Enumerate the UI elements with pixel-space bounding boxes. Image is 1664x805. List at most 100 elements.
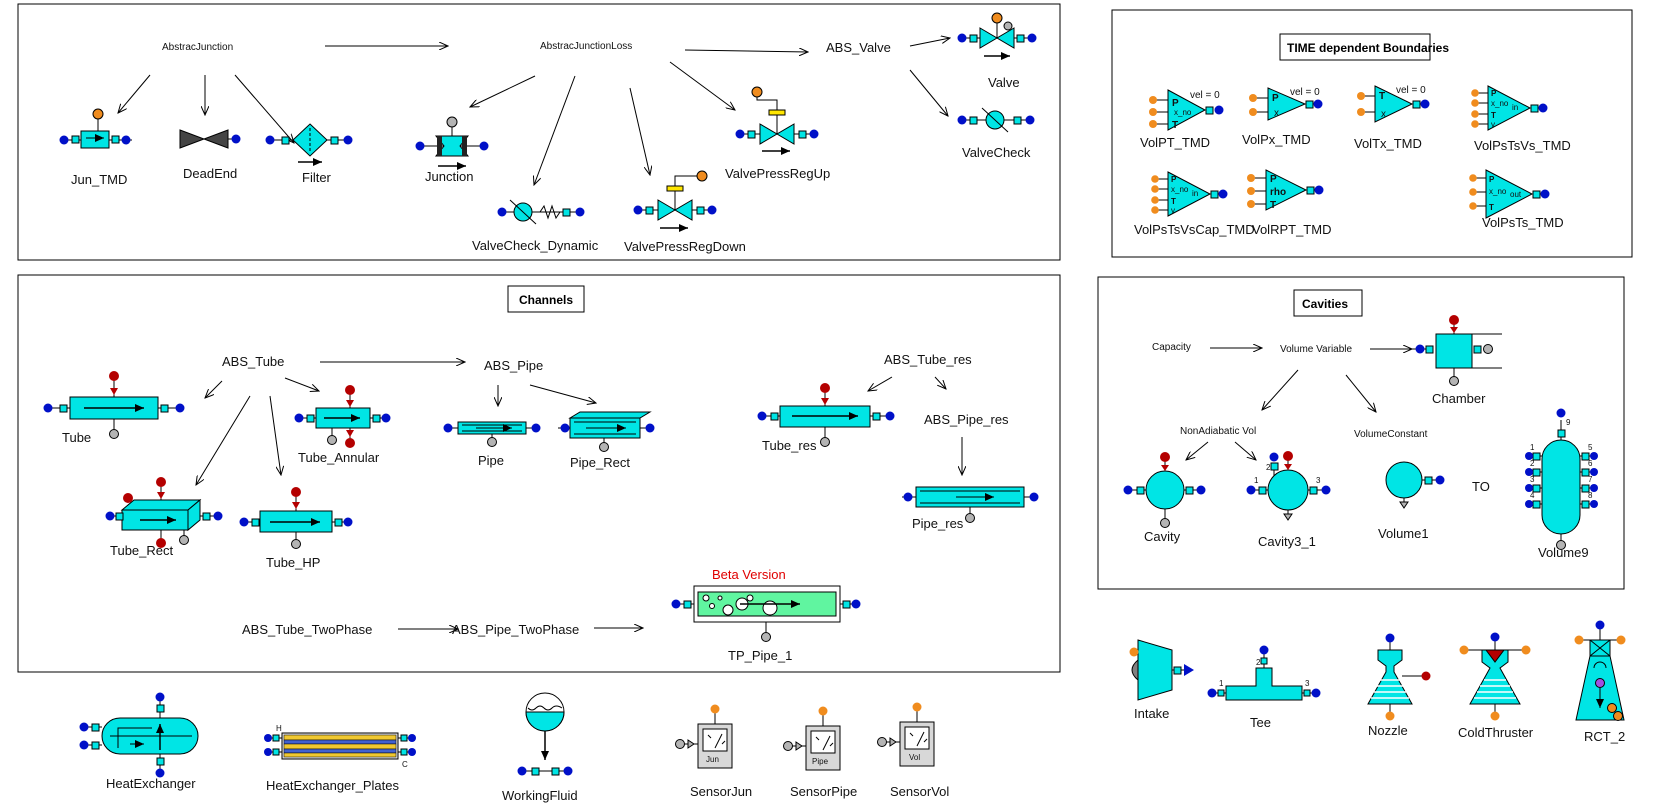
- svg-text:v: v: [1491, 120, 1495, 129]
- cavity3-1-label: Cavity3_1: [1258, 534, 1316, 549]
- svg-text:P: P: [1272, 93, 1279, 104]
- tp-pipe-icon[interactable]: [671, 585, 861, 642]
- vol-pstsvscap-tmd-label: VolPsTsVsCap_TMD: [1134, 222, 1255, 237]
- vol-px-tmd-icon[interactable]: P x: [1249, 87, 1323, 121]
- panel-time-boundaries: [1111, 9, 1633, 258]
- pipe-res-icon[interactable]: [902, 486, 1039, 523]
- non-adiabatic-vol-label: NonAdiabatic Vol: [1180, 426, 1256, 437]
- panel-junctions: [17, 3, 1061, 261]
- volume-constant-label: VolumeConstant: [1354, 429, 1428, 440]
- junction-icon[interactable]: [415, 116, 489, 170]
- svg-text:out: out: [1510, 190, 1522, 199]
- pipe-icon[interactable]: [443, 421, 541, 447]
- valve-check-dynamic-icon[interactable]: [497, 199, 585, 225]
- tp-pipe-1-label: TP_Pipe_1: [728, 648, 792, 663]
- svg-text:T: T: [1489, 203, 1494, 212]
- tube-hp-icon[interactable]: [239, 487, 353, 549]
- sensor-jun-tag: Jun: [706, 755, 719, 764]
- nozzle-label: Nozzle: [1368, 723, 1408, 738]
- sensor-vol-icon[interactable]: Vol: [877, 702, 935, 767]
- vol-tx-tmd-label: VolTx_TMD: [1354, 136, 1422, 151]
- tube-icon[interactable]: [43, 371, 185, 439]
- tube-label: Tube: [62, 430, 91, 445]
- svg-text:7: 7: [1588, 475, 1593, 484]
- svg-text:x: x: [1381, 109, 1386, 120]
- abs-pipe-label: ABS_Pipe: [484, 358, 543, 373]
- pipe-res-label: Pipe_res: [912, 516, 964, 531]
- filter-icon[interactable]: [265, 123, 353, 166]
- rct-2-icon[interactable]: [1574, 620, 1626, 721]
- valve-press-reg-up-icon[interactable]: [735, 86, 819, 155]
- svg-text:9: 9: [1566, 418, 1571, 427]
- heat-exchanger-label: HeatExchanger: [106, 776, 196, 791]
- cavity-label: Cavity: [1144, 529, 1181, 544]
- svg-text:6: 6: [1588, 459, 1593, 468]
- valve-press-reg-up-label: ValvePressRegUp: [725, 166, 830, 181]
- pipe-rect-icon[interactable]: [558, 411, 655, 452]
- dead-end-icon[interactable]: [179, 129, 241, 149]
- volume9-label: Volume9: [1538, 545, 1589, 560]
- cavity-icon[interactable]: [1123, 452, 1206, 528]
- hierarchy-arrows-top: [118, 38, 950, 185]
- valve-label: Valve: [988, 75, 1020, 90]
- panel-channels: [17, 274, 1061, 673]
- tube-res-label: Tube_res: [762, 438, 817, 453]
- vol-rpt-tmd-icon[interactable]: P rho T: [1247, 169, 1324, 211]
- volume1-icon[interactable]: [1385, 461, 1445, 509]
- vol-pt-tmd-icon[interactable]: P x_no T: [1149, 89, 1224, 131]
- volume9-icon[interactable]: 9 1 2 3 4 5 6 7: [1525, 408, 1598, 550]
- tube-rect-icon[interactable]: [105, 477, 223, 548]
- heat-exchanger-plates-icon[interactable]: H C: [264, 724, 416, 769]
- svg-text:T: T: [1172, 120, 1178, 131]
- vol-pstsvscap-tmd-icon[interactable]: P x_no in T v: [1151, 171, 1228, 217]
- dead-end-label: DeadEnd: [183, 166, 237, 181]
- cold-thruster-icon[interactable]: [1459, 632, 1531, 721]
- sensor-jun-icon[interactable]: Jun: [675, 704, 733, 769]
- sensor-pipe-label: SensorPipe: [790, 784, 857, 799]
- cold-thruster-label: ColdThruster: [1458, 725, 1534, 740]
- sensor-pipe-icon[interactable]: Pipe: [783, 706, 841, 771]
- tube-hp-label: Tube_HP: [266, 555, 320, 570]
- svg-text:4: 4: [1530, 491, 1535, 500]
- vol-psts-tmd-label: VolPsTs_TMD: [1482, 215, 1564, 230]
- valve-icon[interactable]: [957, 12, 1037, 60]
- nozzle-icon[interactable]: [1367, 633, 1431, 721]
- svg-text:rho: rho: [1270, 187, 1286, 198]
- valve-press-reg-down-icon[interactable]: [633, 170, 717, 232]
- tee-icon[interactable]: 2 1 3: [1207, 645, 1321, 701]
- intake-icon[interactable]: [1129, 639, 1195, 701]
- chamber-icon[interactable]: [1412, 315, 1502, 386]
- tube-annular-icon[interactable]: [294, 385, 391, 448]
- tube-res-icon[interactable]: [757, 383, 895, 447]
- vol-px-vel-zero: vel = 0: [1290, 87, 1320, 98]
- svg-text:1: 1: [1254, 476, 1259, 485]
- svg-text:T: T: [1270, 200, 1276, 211]
- heat-exchanger-plates-label: HeatExchanger_Plates: [266, 778, 399, 793]
- valve-check-label: ValveCheck: [962, 145, 1031, 160]
- vol-psts-tmd-icon[interactable]: P x_no out T: [1469, 169, 1550, 219]
- svg-text:P: P: [1171, 175, 1177, 184]
- capacity-label: Capacity: [1152, 342, 1191, 353]
- svg-text:x_no: x_no: [1491, 99, 1509, 108]
- jun-tmd-icon[interactable]: [59, 108, 133, 149]
- vol-px-tmd-label: VolPx_TMD: [1242, 132, 1311, 147]
- valve-check-icon[interactable]: [957, 107, 1035, 133]
- working-fluid-label: WorkingFluid: [502, 788, 578, 803]
- valve-press-reg-down-label: ValvePressRegDown: [624, 239, 746, 254]
- filter-label: Filter: [302, 170, 332, 185]
- svg-text:8: 8: [1588, 491, 1593, 500]
- svg-text:x: x: [1274, 108, 1279, 119]
- working-fluid-icon[interactable]: [517, 692, 573, 776]
- abstract-junction-label: AbstracJunction: [162, 42, 233, 53]
- svg-text:2: 2: [1266, 463, 1271, 472]
- sensor-jun-label: SensorJun: [690, 784, 752, 799]
- heat-exchanger-icon[interactable]: [79, 692, 199, 778]
- pipe-label: Pipe: [478, 453, 504, 468]
- vol-tx-tmd-icon[interactable]: T x: [1357, 85, 1430, 123]
- svg-text:3: 3: [1530, 475, 1535, 484]
- cavity3-1-icon[interactable]: 2 1 3: [1246, 451, 1331, 521]
- abstract-junction-loss-label: AbstracJunctionLoss: [540, 41, 632, 52]
- vol-pstsvs-tmd-icon[interactable]: P x_no in T v: [1471, 85, 1548, 131]
- junction-label: Junction: [425, 169, 473, 184]
